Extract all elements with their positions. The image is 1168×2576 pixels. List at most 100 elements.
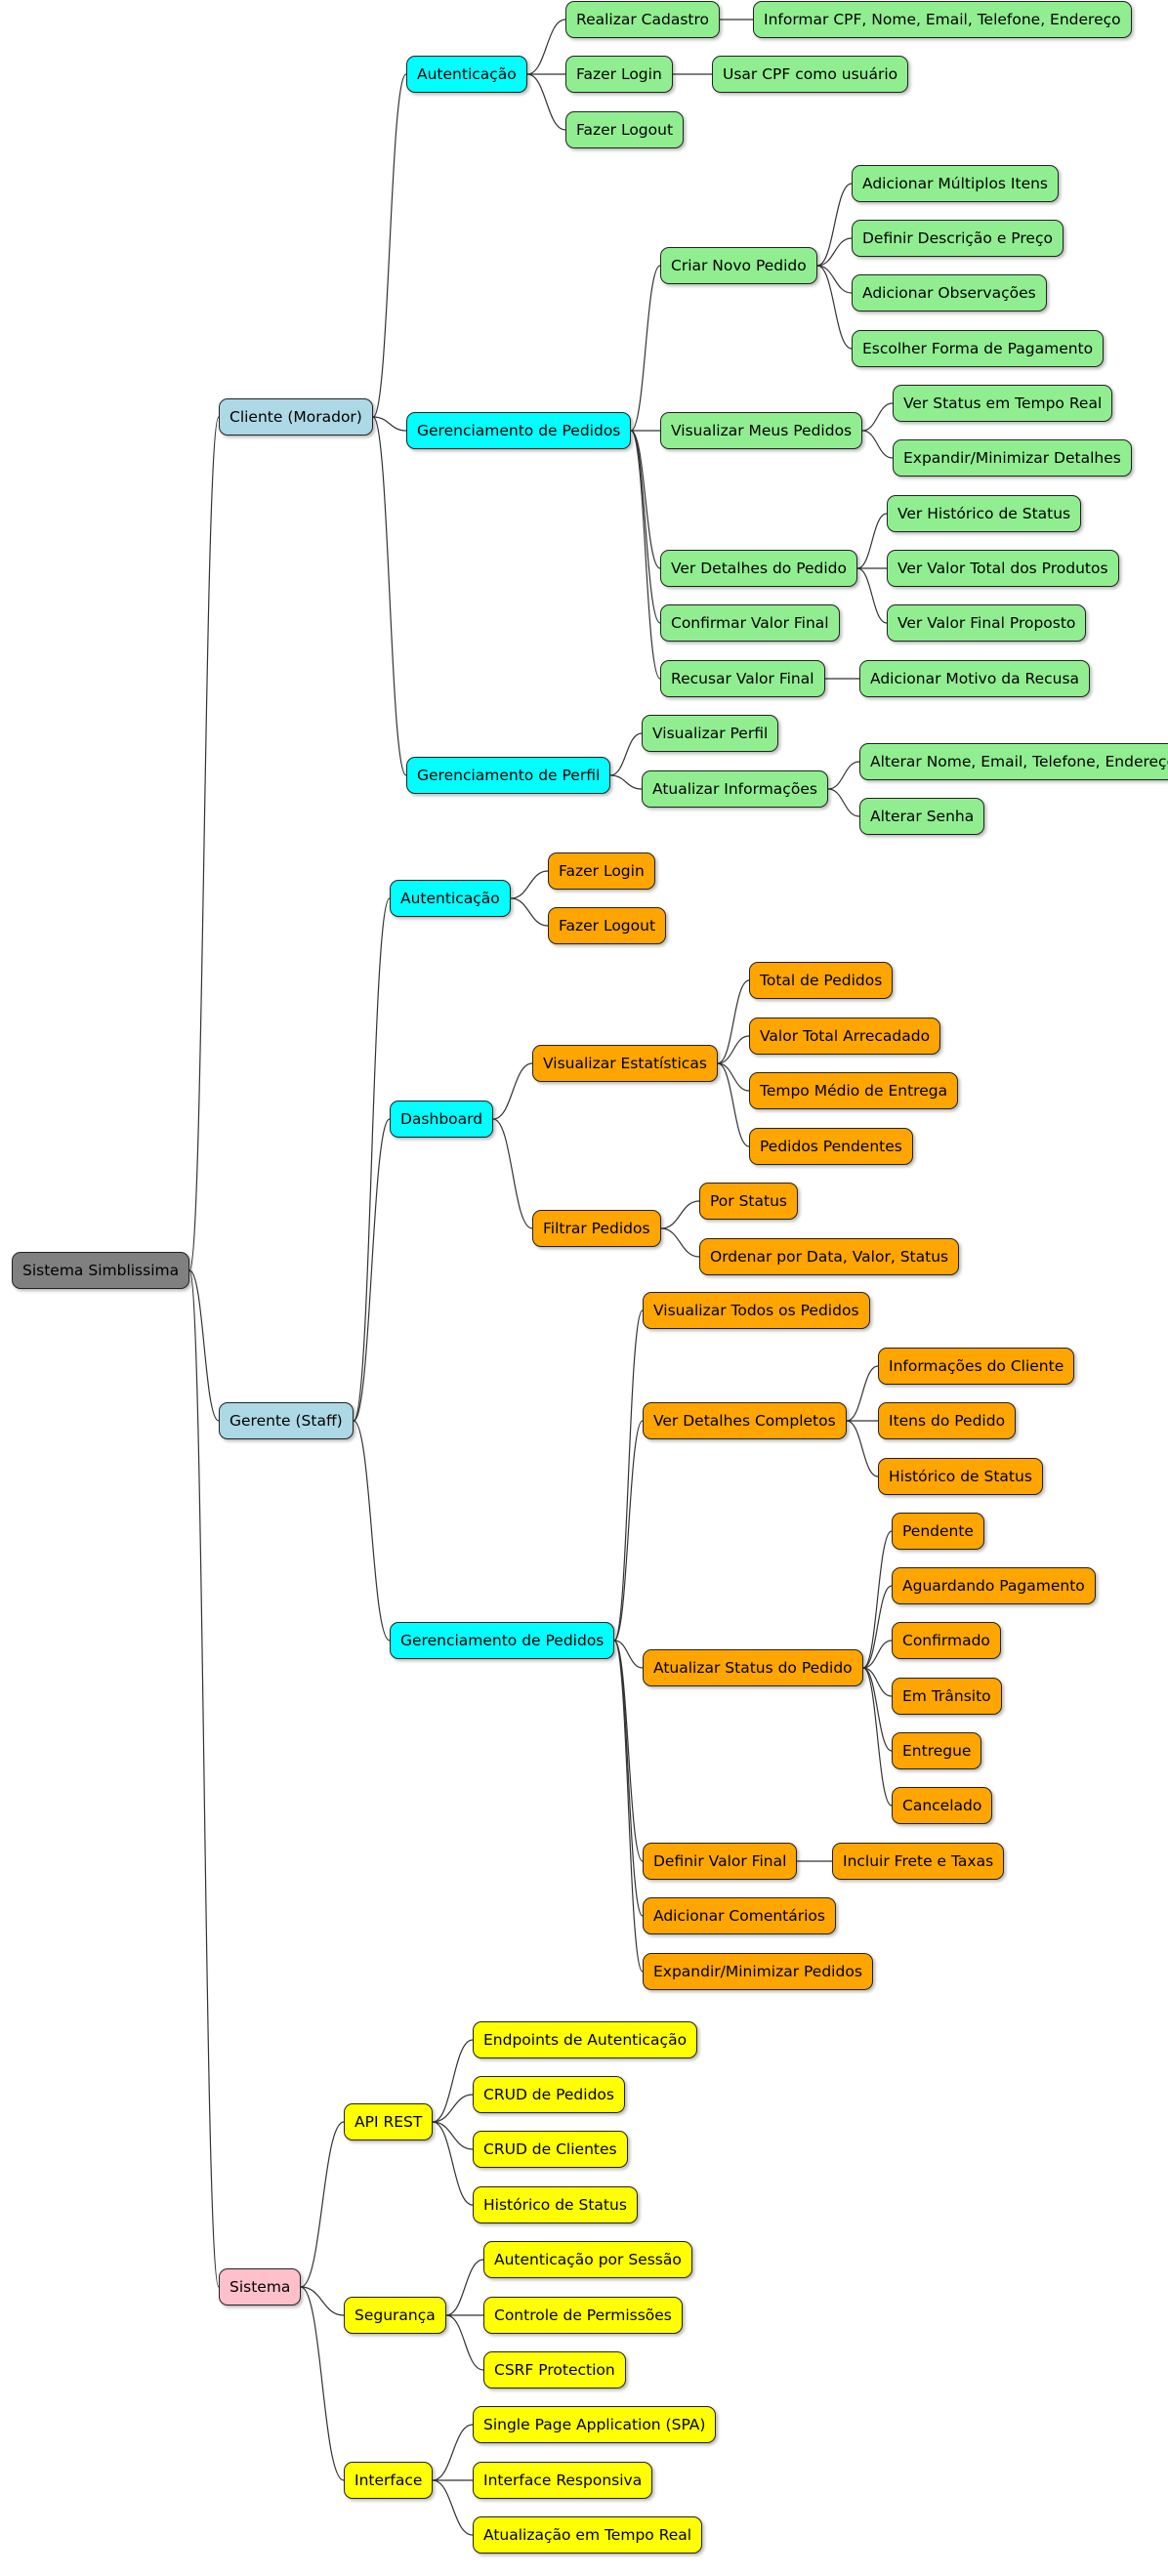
connector-c-ped <box>372 416 407 432</box>
node-label: Ver Valor Final Proposto <box>897 614 1076 632</box>
node-single-page-application-spa: Single Page Application (SPA) <box>473 2406 717 2443</box>
node-adicionar-motivo-da-recusa: Adicionar Motivo da Recusa <box>859 660 1091 697</box>
node-label: Single Page Application (SPA) <box>483 2416 706 2433</box>
node-csrf-protection: CSRF Protection <box>483 2351 626 2389</box>
node-label: Definir Valor Final <box>653 1852 787 1870</box>
connector-c-novo3 <box>816 265 853 294</box>
connector-s-api <box>300 2121 345 2288</box>
connector-c-det3 <box>856 567 888 624</box>
node-label: Total de Pedidos <box>760 972 883 989</box>
node-pendente: Pendente <box>892 1513 984 1550</box>
node-dashboard: Dashboard <box>390 1101 494 1138</box>
connector-c-vis1 <box>861 402 894 432</box>
node-label: Visualizar Todos os Pedidos <box>653 1302 859 1319</box>
node-fazer-logout: Fazer Logout <box>548 907 667 944</box>
node-label: Alterar Nome, Email, Telefone, Endereço <box>870 753 1168 770</box>
node-label: Autenticação por Sessão <box>494 2251 682 2268</box>
node-em-transito: Em Trânsito <box>892 1678 1002 1715</box>
connector-g-logout <box>510 897 549 927</box>
node-label: Entregue <box>902 1742 972 1760</box>
node-label: Segurança <box>355 2306 436 2324</box>
node-criar-novo-pedido: Criar Novo Pedido <box>660 247 817 284</box>
node-visualizar-estatisticas: Visualizar Estatísticas <box>532 1045 718 1082</box>
node-interface: Interface <box>344 2462 434 2499</box>
connector-s-api1 <box>432 2039 474 2123</box>
node-ver-valor-total-dos-produtos: Ver Valor Total dos Produtos <box>887 550 1119 587</box>
node-ver-valor-final-proposto: Ver Valor Final Proposto <box>887 604 1087 642</box>
node-label: Informações do Cliente <box>889 1357 1064 1375</box>
node-fazer-login: Fazer Login <box>548 852 655 890</box>
node-incluir-frete-e-taxas: Incluir Frete e Taxas <box>832 1843 1005 1880</box>
node-gerente-staff: Gerente (Staff) <box>219 1402 354 1439</box>
node-label: Ver Detalhes do Pedido <box>671 560 847 577</box>
node-label: Itens do Pedido <box>889 1412 1006 1430</box>
connector-s-seg3 <box>445 2314 484 2371</box>
connector-c-logout <box>526 73 566 131</box>
node-atualizacao-em-tempo-real: Atualização em Tempo Real <box>473 2516 703 2554</box>
node-cancelado: Cancelado <box>892 1787 993 1824</box>
node-adicionar-observacoes: Adicionar Observações <box>852 274 1047 312</box>
node-controle-de-permissoes: Controle de Permissões <box>483 2297 683 2334</box>
node-por-status: Por Status <box>699 1183 798 1220</box>
node-visualizar-meus-pedidos: Visualizar Meus Pedidos <box>660 412 863 449</box>
node-label: Gerenciamento de Pedidos <box>400 1632 605 1649</box>
connector-g-stat5 <box>862 1667 893 1752</box>
node-label: Autenticação <box>400 890 500 907</box>
connector-s-int <box>300 2286 345 2481</box>
node-usar-cpf-como-usuario: Usar CPF como usuário <box>712 56 909 93</box>
node-adicionar-comentarios: Adicionar Comentários <box>643 1897 836 1934</box>
connector-g-det3 <box>846 1420 879 1477</box>
connector-g-est1 <box>717 979 750 1064</box>
node-visualizar-perfil: Visualizar Perfil <box>642 715 779 752</box>
node-label: Expandir/Minimizar Pedidos <box>653 1963 862 1980</box>
node-ver-historico-de-status: Ver Histórico de Status <box>887 495 1082 532</box>
node-label: Criar Novo Pedido <box>671 257 807 274</box>
connector-s-int1 <box>432 2424 474 2481</box>
node-adicionar-multiplos-itens: Adicionar Múltiplos Itens <box>852 165 1060 202</box>
connector-g-dash <box>353 1118 391 1422</box>
node-informacoes-do-cliente: Informações do Cliente <box>878 1348 1075 1385</box>
connector-cliente <box>188 416 220 1271</box>
connector-c-aut <box>372 73 407 418</box>
node-ordenar-por-data-valor-status: Ordenar por Data, Valor, Status <box>699 1238 960 1275</box>
node-label: Dashboard <box>400 1110 483 1128</box>
connector-c-novo4 <box>816 265 853 350</box>
node-label: Endpoints de Autenticação <box>483 2031 688 2049</box>
node-label: Recusar Valor Final <box>671 670 814 687</box>
node-label: Filtrar Pedidos <box>543 1220 650 1237</box>
node-label: CSRF Protection <box>494 2361 615 2379</box>
node-label: Atualizar Status do Pedido <box>653 1659 853 1677</box>
node-label: Pendente <box>902 1522 974 1540</box>
node-tempo-medio-de-entrega: Tempo Médio de Entrega <box>749 1072 959 1109</box>
node-label: Atualização em Tempo Real <box>483 2526 692 2544</box>
node-ver-detalhes-do-pedido: Ver Detalhes do Pedido <box>660 550 857 587</box>
node-label: Cliente (Morador) <box>229 408 362 426</box>
node-label: Alterar Senha <box>870 808 975 825</box>
node-alterar-senha: Alterar Senha <box>859 798 985 835</box>
node-filtrar-pedidos: Filtrar Pedidos <box>532 1210 661 1247</box>
node-label: Usar CPF como usuário <box>723 65 898 83</box>
connector-c-det <box>630 430 661 569</box>
node-label: CRUD de Clientes <box>483 2140 617 2158</box>
node-alterar-nome-email-telefone-endereco: Alterar Nome, Email, Telefone, Endereço <box>859 743 1168 780</box>
node-informar-cpf-nome-email-telefone-endereco: Informar CPF, Nome, Email, Telefone, End… <box>753 1 1132 38</box>
node-label: Fazer Logout <box>559 917 656 935</box>
node-confirmar-valor-final: Confirmar Valor Final <box>660 604 840 642</box>
connector-g-login <box>510 870 549 899</box>
node-label: Adicionar Motivo da Recusa <box>870 670 1080 687</box>
node-interface-responsiva: Interface Responsiva <box>473 2462 653 2499</box>
connector-c-novo1 <box>816 183 853 267</box>
node-valor-total-arrecadado: Valor Total Arrecadado <box>749 1018 941 1055</box>
connector-g-aut <box>353 897 391 1422</box>
connector-g-val <box>613 1640 644 1862</box>
connector-g-stat2 <box>862 1585 893 1669</box>
connector-c-rec <box>630 430 661 680</box>
node-label: Informar CPF, Nome, Email, Telefone, End… <box>764 11 1121 28</box>
node-gerenciamento-de-pedidos: Gerenciamento de Pedidos <box>406 412 632 449</box>
connector-s-api2 <box>432 2094 474 2123</box>
node-historico-de-status: Histórico de Status <box>473 2186 638 2223</box>
connector-c-vis2 <box>861 430 894 459</box>
node-label: Histórico de Status <box>483 2196 627 2214</box>
